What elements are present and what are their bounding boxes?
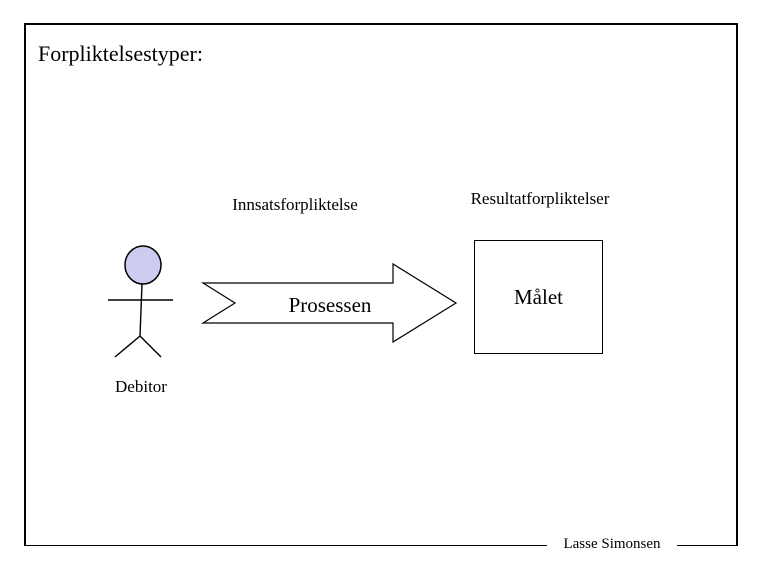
stick-figure-left-leg [114, 335, 141, 358]
label-prosessen: Prosessen [288, 293, 372, 317]
label-malet: Målet [514, 284, 563, 309]
label-resultatforpliktelser: Resultatforpliktelser [470, 189, 610, 208]
stick-figure-icon [108, 245, 173, 358]
slide-title: Forpliktelsestyper: [38, 41, 203, 66]
label-debitor: Debitor [115, 377, 167, 396]
stick-figure-head [124, 245, 162, 285]
footer-author: Lasse Simonsen [547, 536, 677, 553]
process-arrow-shape [200, 262, 458, 344]
label-innsatsforpliktelse: Innsatsforpliktelse [232, 195, 358, 214]
right-arrow-icon [200, 262, 458, 344]
goal-box: Målet [474, 240, 603, 354]
stick-figure-right-leg [139, 335, 162, 358]
stick-figure-body [139, 283, 143, 337]
